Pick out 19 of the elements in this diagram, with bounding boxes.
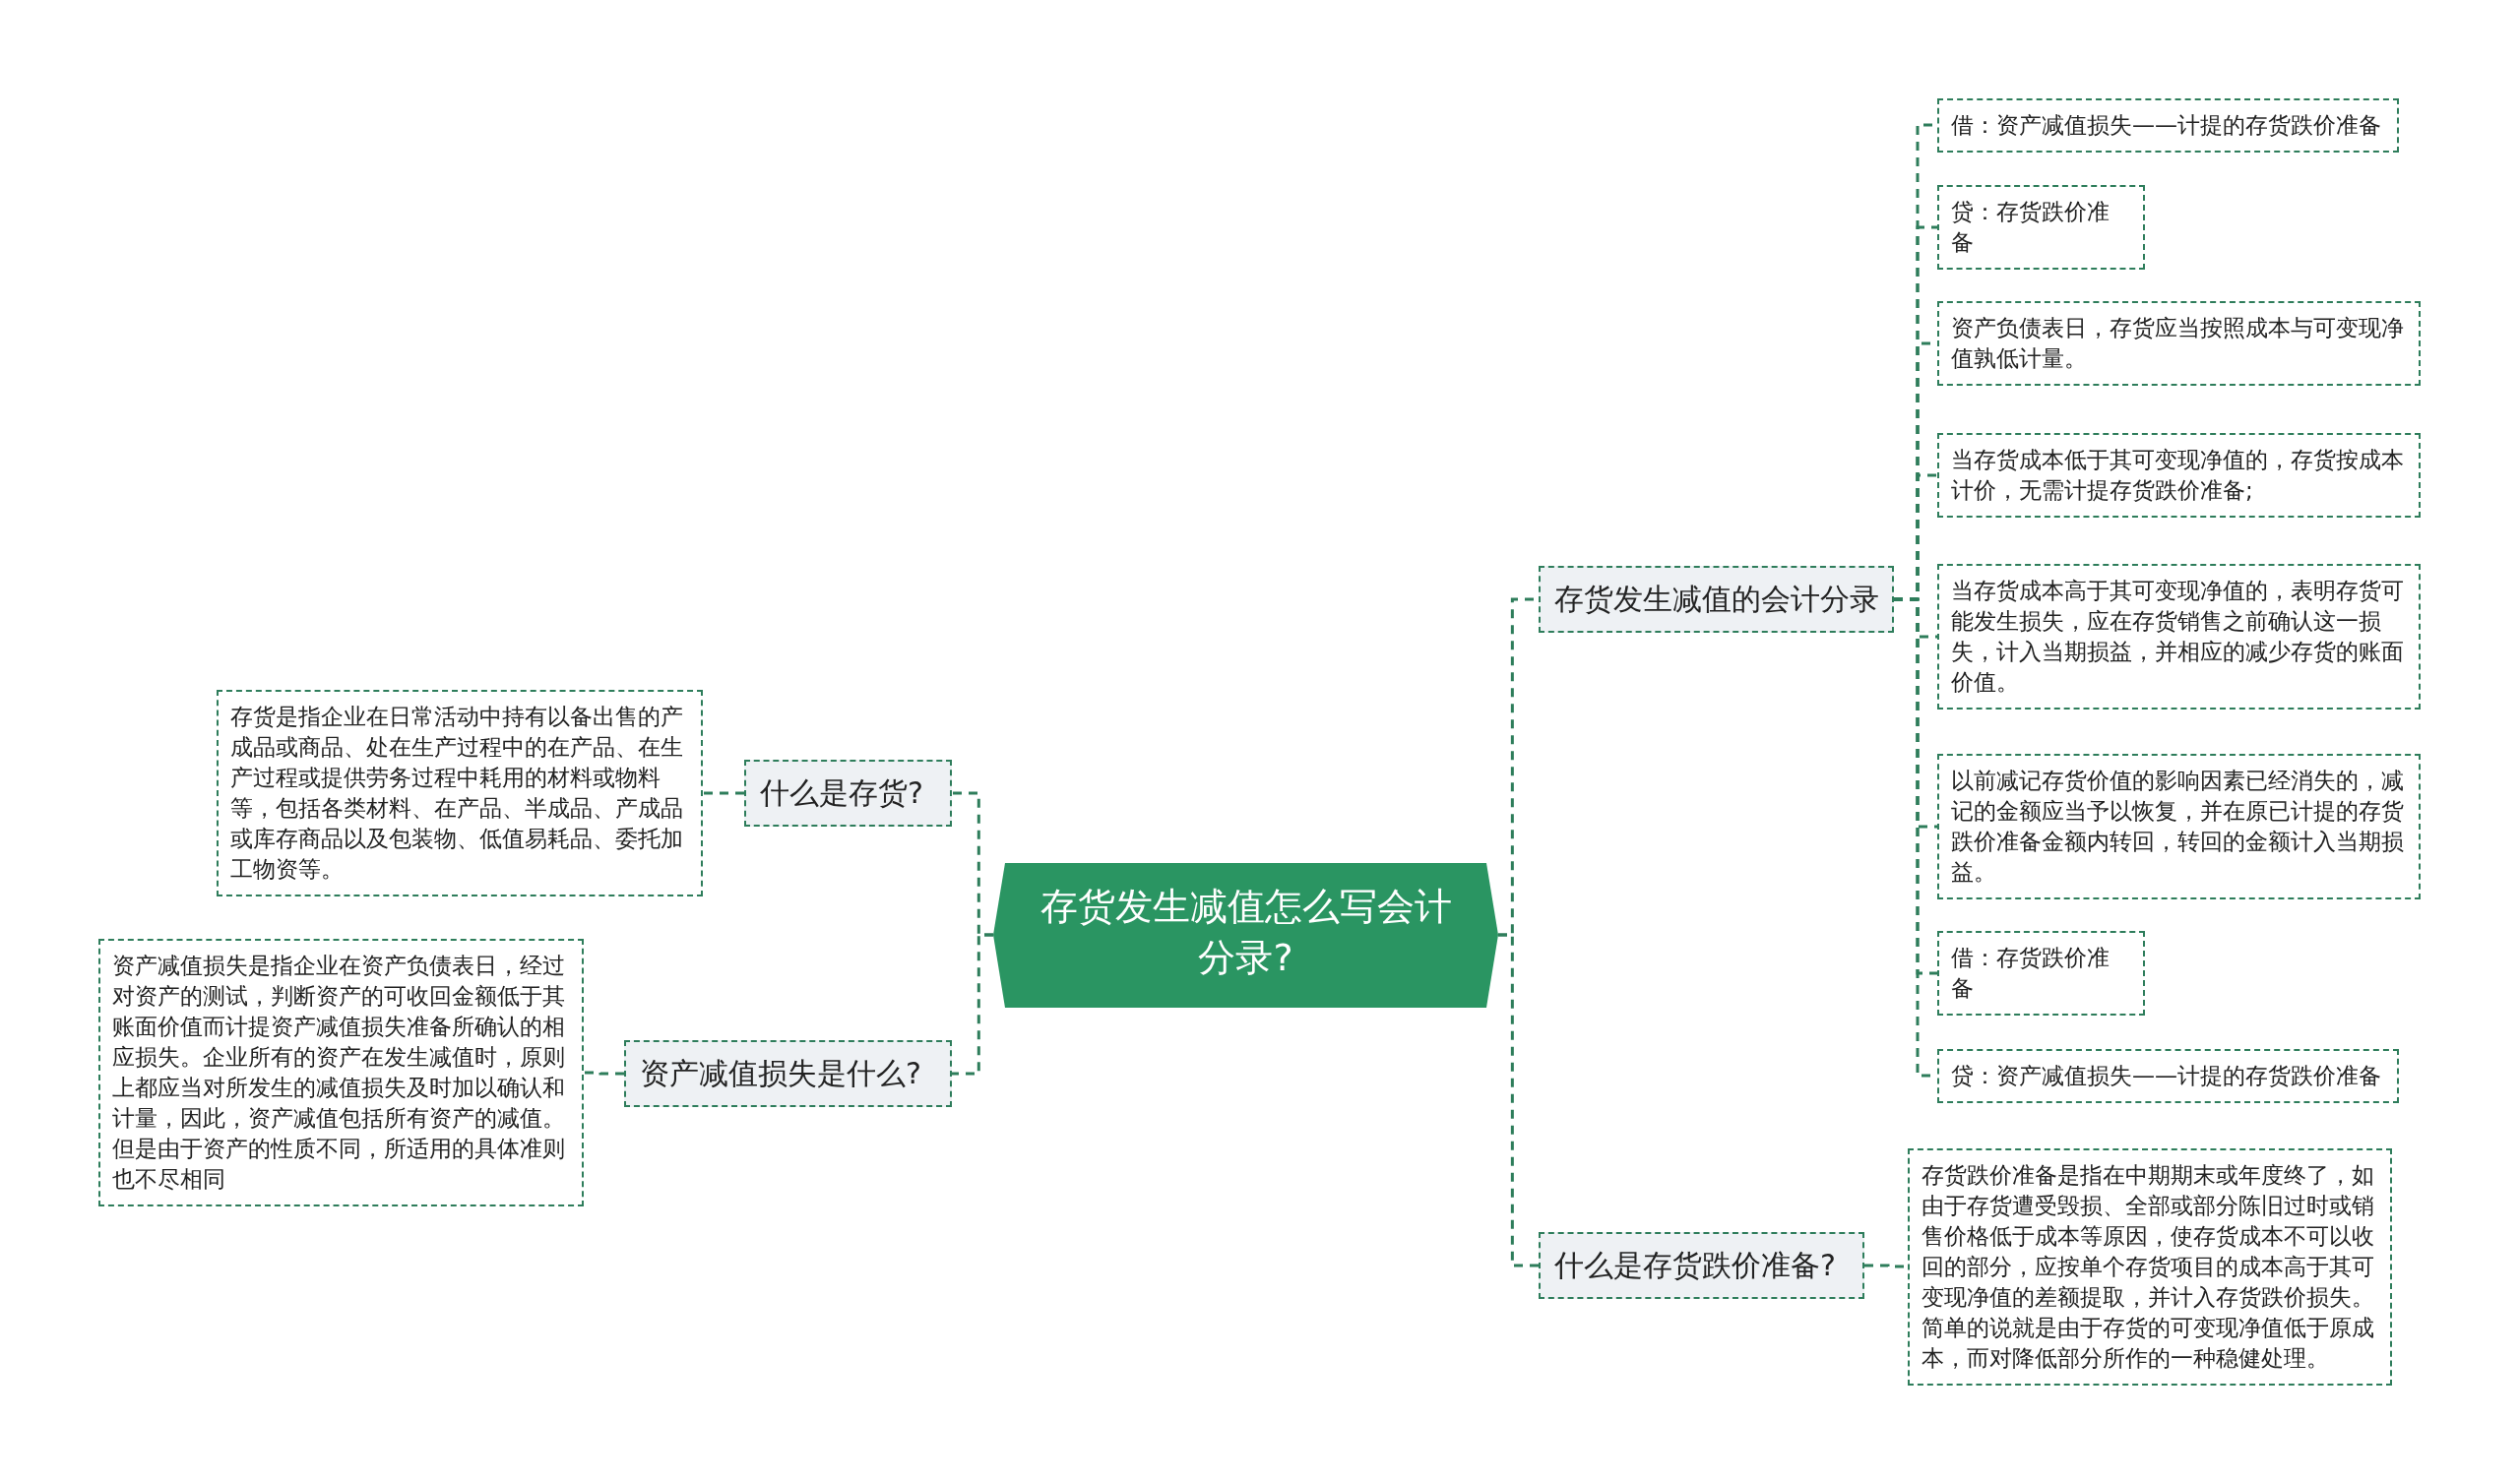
note-box: 资产负债表日，存货应当按照成本与可变现净值孰低计量。: [1937, 301, 2421, 386]
connector-line: [952, 933, 993, 1076]
note-box: 贷：存货跌价准备: [1937, 185, 2145, 270]
note-box: 资产减值损失是指企业在资产负债表日，经过对资产的测试，判断资产的可收回金额低于其账面价值而计提资产减值损失准备所确认的相应损失。企业所有的资产在发生减值时，原则上都应当对所发生的减值损失及时加以确认和计量，因此，资产减值包括所有资产的减值。但是由于资产的性质不同，所适用的具体准则也不尽相同: [98, 939, 584, 1206]
topic-box: 存货发生减值的会计分录: [1539, 566, 1894, 633]
topic-box: 什么是存货跌价准备?: [1539, 1232, 1864, 1299]
note-box: 存货是指企业在日常活动中持有以备出售的产成品或商品、处在生产过程中的在产品、在生产过程或提供劳务过程中耗用的材料或物料等，包括各类材料、在产品、半成品、产成品或库存商品以及包装物、低值易耗品、委托加工物资等。: [217, 690, 703, 896]
topic-box: 资产减值损失是什么?: [624, 1040, 952, 1107]
note-box: 借：存货跌价准备: [1937, 931, 2145, 1016]
note-box: 以前减记存货价值的影响因素已经消失的，减记的金额应当予以恢复，并在原已计提的存货跌价准备金额内转回，转回的金额计入当期损益。: [1937, 754, 2421, 899]
connector-line: [1498, 933, 1539, 1267]
note-box: 借：资产减值损失——计提的存货跌价准备: [1937, 97, 2399, 153]
topic-box: 什么是存货?: [744, 760, 952, 827]
note-box: 贷：资产减值损失——计提的存货跌价准备: [1937, 1048, 2399, 1103]
connector-line: [584, 1071, 624, 1076]
note-box: 存货跌价准备是指在中期期末或年度终了，如由于存货遭受毁损、全部或部分陈旧过时或销售价格低于成本等原因，使存货成本不可以收回的部分，应按单个存货项目的成本高于其可变现净值的差额提取，并计入存货跌价损失。简单的说就是由于存货的可变现净值低于原成本，而对降低部分所作的一种稳健处理。: [1908, 1147, 2392, 1386]
note-box: 当存货成本低于其可变现净值的，存货按成本计价，无需计提存货跌价准备;: [1937, 433, 2421, 518]
note-box: 当存货成本高于其可变现净值的，表明存货可能发生损失，应在存货销售之前确认这一损失，计入当期损益，并相应的减少存货的账面价值。: [1937, 564, 2421, 710]
connector-line: [703, 791, 744, 795]
